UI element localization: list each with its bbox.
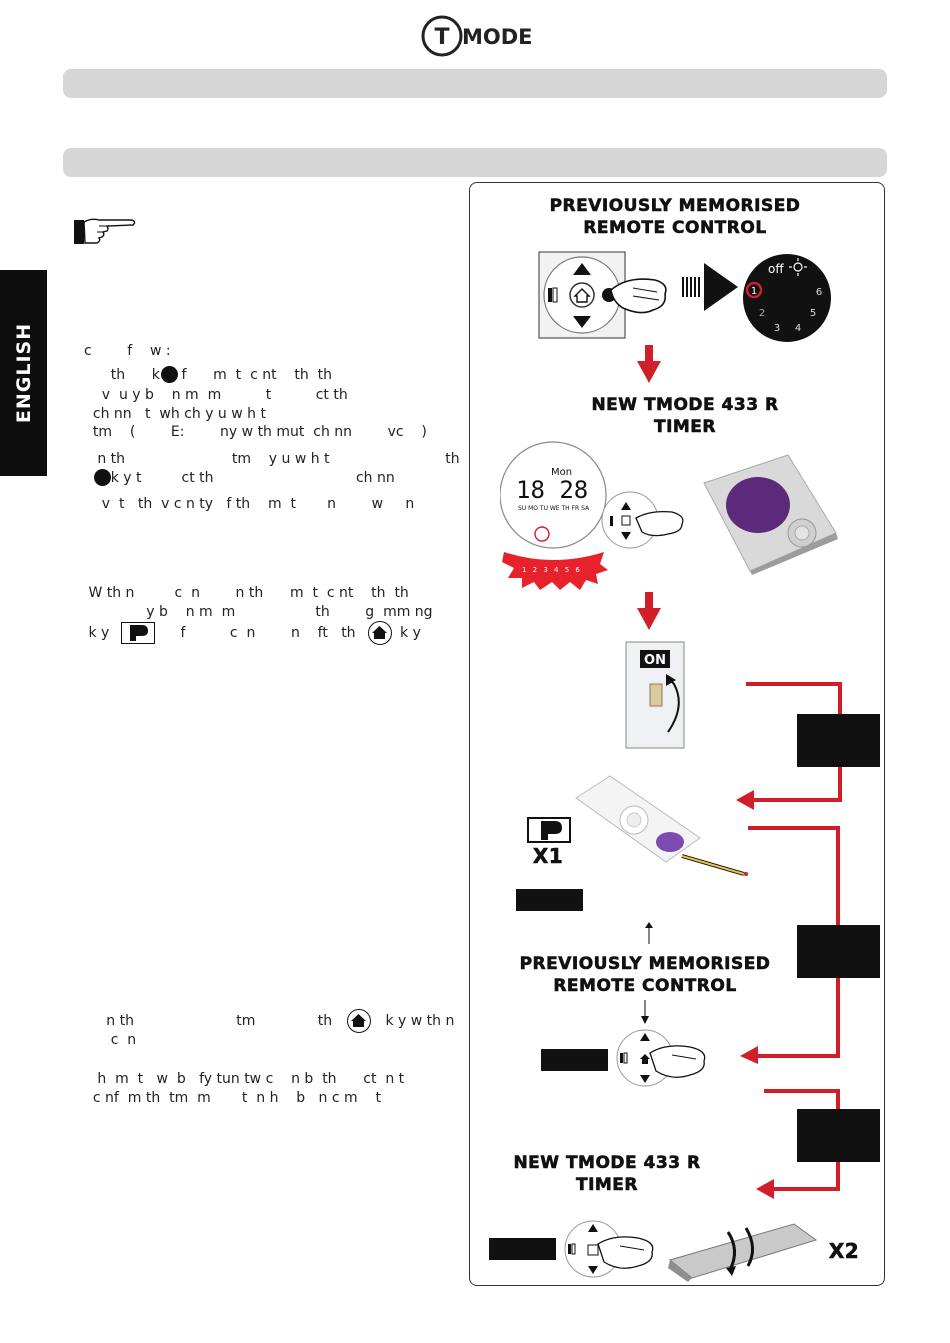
logo-letter: T [434, 25, 449, 50]
step4-line2: y b n m m th g mm ng [84, 604, 433, 620]
step5-line1: n th tm th k y w th n [84, 1013, 455, 1029]
step1-line4: tm ( E: ny w th mut ch nn vc ) [84, 424, 427, 440]
dial-number-4: 4 [795, 323, 801, 334]
step6-line1: h m t w b fy tun tw c n b th ct n t [84, 1071, 405, 1087]
dial-number-2: 2 [759, 308, 765, 319]
round-key-icon [161, 366, 178, 383]
diagram-panel [469, 182, 885, 1286]
step1-line3: ch nn t wh ch y u w h t [84, 406, 266, 422]
dial-off-label: off [768, 262, 784, 276]
dial-number-1: 1 [751, 286, 757, 297]
dial-number-6: 6 [816, 287, 822, 298]
step5-line2: c n [84, 1032, 137, 1048]
wall-switch-illustration: ON [624, 640, 686, 754]
step4-line1: W th n c n n th m t c nt th th [84, 585, 409, 601]
timer-day: Mon [551, 467, 572, 478]
section-title-bar [63, 69, 887, 98]
black-label-box [541, 1049, 608, 1071]
switch-label: ON [644, 653, 666, 668]
progress-arrow-icon [682, 263, 740, 315]
home-key-icon [347, 1009, 371, 1033]
language-label: ENGLISH [12, 322, 35, 424]
black-label-box [797, 714, 880, 767]
timer-time: 18 28 [516, 476, 588, 504]
red-down-arrow [637, 592, 661, 634]
step4-line3: k y f c n n ft th k y [84, 625, 421, 641]
language-tab: ENGLISH [0, 270, 47, 476]
step6-line2: c nf m th tm m t n h b n c m t [84, 1090, 381, 1106]
heading-previously-memorised-remote: PREVIOUSLY MEMORISED REMOTE CONTROL [549, 196, 801, 239]
small-down-arrow [641, 1000, 649, 1028]
black-label-box [489, 1238, 556, 1260]
black-label-box [797, 925, 880, 978]
x1-label: X1 [532, 844, 564, 868]
black-label-box [516, 889, 583, 911]
pointing-hand-icon [73, 212, 139, 250]
subsection-title-bar [63, 148, 887, 177]
heading-previously-memorised-remote-2: PREVIOUSLY MEMORISED REMOTE CONTROL [519, 954, 771, 997]
timer-channels: 1 2 3 4 5 6 [522, 566, 582, 574]
step2-line2: k y t ct th ch nn [84, 470, 395, 486]
channel-dial-illustration: off 1 2 3 4 5 6 [742, 253, 832, 347]
round-key-icon [94, 469, 111, 486]
intro-text: c f w : [84, 343, 171, 359]
timer-days-row: SU MO TU WE TH FR SA [518, 505, 590, 512]
heading-new-timer-1: NEW TMODE 433 R TIMER [591, 395, 779, 438]
logo-text: MODE [462, 25, 532, 49]
timer-device-illustration [702, 453, 842, 579]
heading-new-timer-2: NEW TMODE 433 R TIMER [513, 1153, 701, 1196]
black-label-box [797, 1109, 880, 1162]
small-up-arrow [645, 922, 653, 948]
x2-label: X2 [828, 1239, 860, 1263]
step1-line2: v u y b n m m t ct th [84, 387, 348, 403]
step2-line1: n th tm y u w h t th [84, 451, 460, 467]
dial-number-3: 3 [774, 323, 780, 334]
p-key-icon [527, 817, 571, 843]
red-down-arrow [637, 345, 661, 387]
dial-number-5: 5 [810, 308, 816, 319]
p-key-icon [121, 622, 155, 644]
tubular-motor-illustration [666, 1220, 822, 1286]
tmode-logo: T MODE [420, 10, 533, 62]
home-key-icon [368, 621, 392, 645]
timer-display-illustration: Mon 18 28 SU MO TU WE TH FR SA 1 2 3 4 5… [499, 440, 700, 604]
step3-line1: v t th v c n ty f th m t n w n [84, 496, 415, 512]
remote-keypad-illustration [537, 250, 717, 344]
remote-keypad-hand-illustration [614, 1027, 714, 1093]
step1-line1: th k y f m t c nt th th [84, 367, 333, 383]
timer-keypad-hand-illustration [562, 1218, 662, 1284]
remote-pencil-illustration [572, 772, 752, 880]
